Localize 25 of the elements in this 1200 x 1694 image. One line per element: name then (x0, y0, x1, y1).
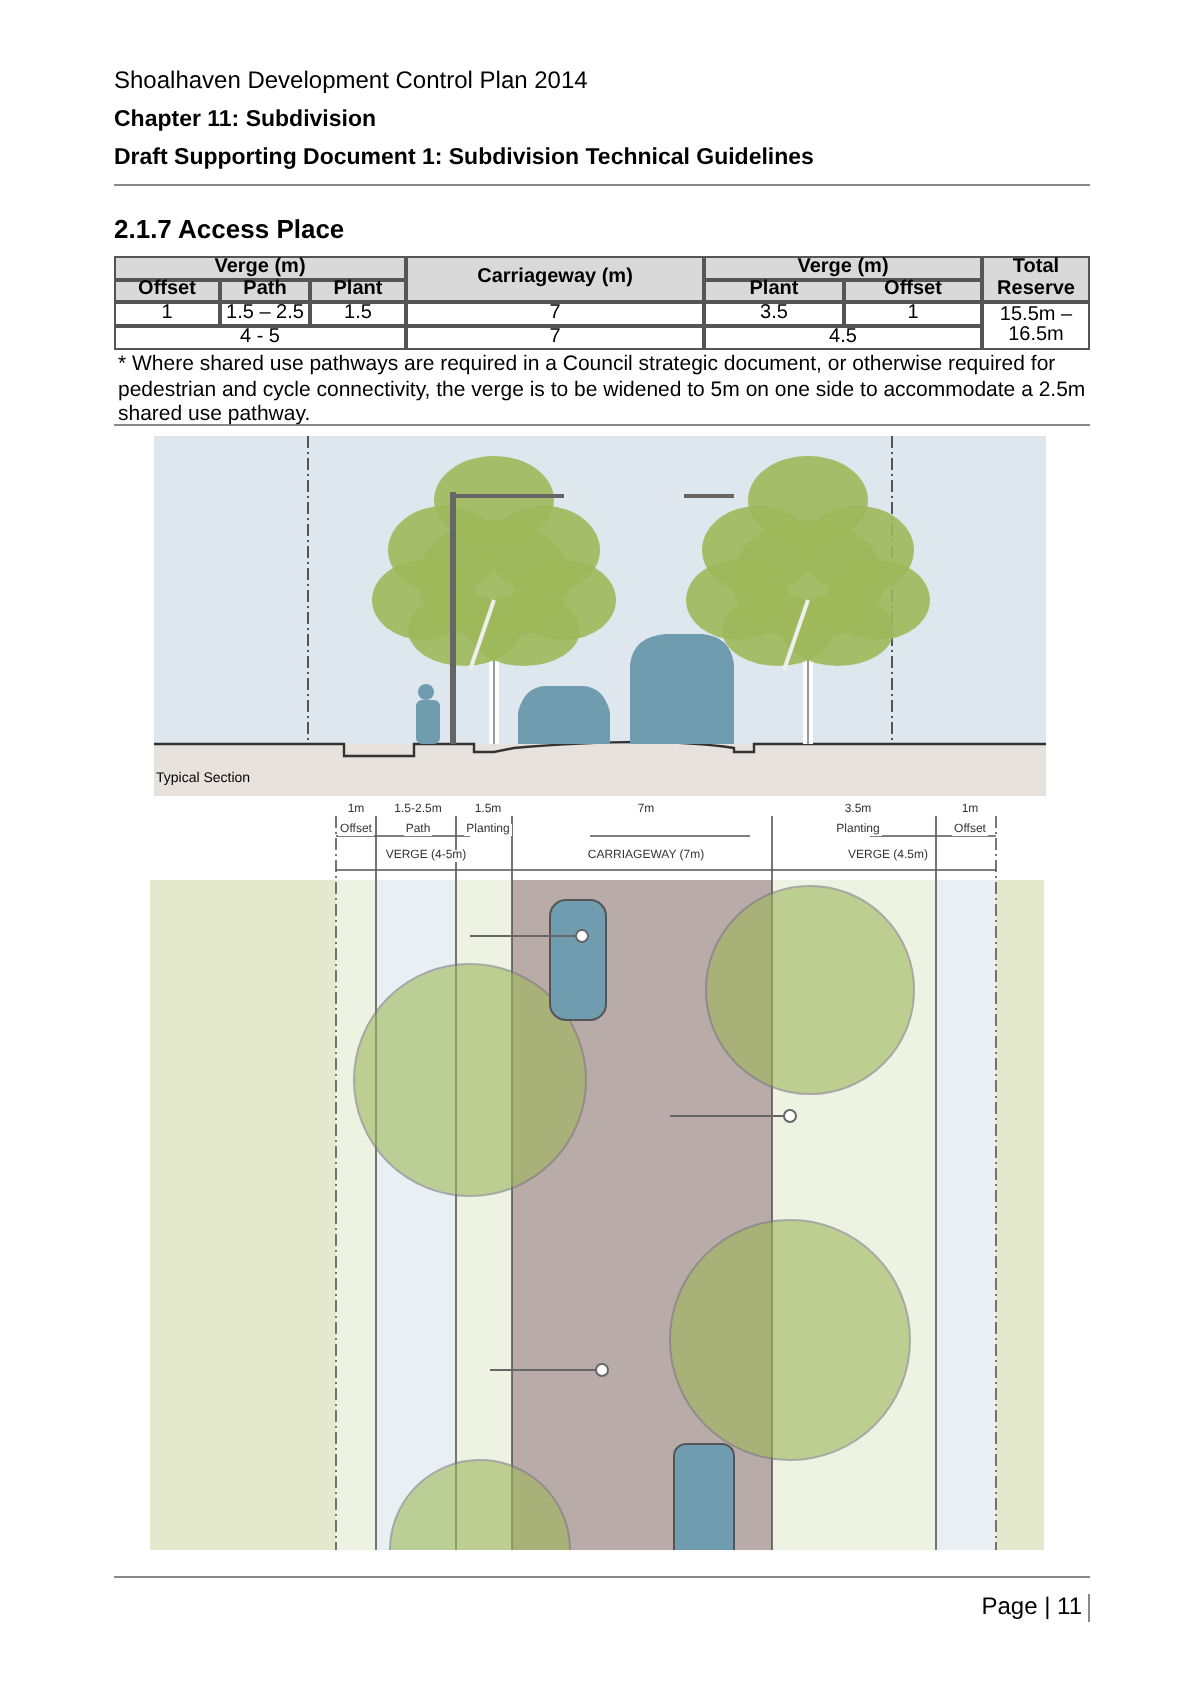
table-header: Path (220, 280, 310, 302)
table-cell: 7 (406, 302, 704, 326)
table-header: Verge (m) (114, 256, 406, 280)
header-text: Shoalhaven Development Control Plan 2014 (114, 68, 590, 96)
table-cell: 4 - 5 (114, 326, 406, 350)
table-header: Offset (114, 280, 220, 302)
footnote-text: * Where shared use pathways are required in a Council strategic document, or otherwise required for pedestrian and cycle connectivity, the verge is to be widened to 5m on one side to accommodate a 2.5m shared use pathway. (116, 352, 1088, 424)
table-cell: 1.5 (310, 302, 406, 326)
table-cell: 1 (114, 302, 220, 326)
section-heading: 2.1.7 Access Place (114, 216, 347, 246)
table-cell: 15.5m – 16.5m (982, 302, 1090, 350)
table-header: Plant (704, 280, 844, 302)
table-cell: 3.5 (704, 302, 844, 326)
table-header: Verge (m) (704, 256, 982, 280)
table-cell: 1.5 – 2.5 (220, 302, 310, 326)
table-cell: 1 (844, 302, 982, 326)
page-number: Page | 11 (890, 1594, 1090, 1622)
document-heading: Draft Supporting Document 1: Subdivision Technical Guidelines (114, 146, 816, 174)
chapter-heading: Chapter 11: Subdivision (114, 108, 378, 136)
table-header: Offset (844, 280, 982, 302)
table-header: Carriageway (m) (406, 256, 704, 302)
table-cell: 4.5 (704, 326, 982, 350)
table-header: Total Reserve (982, 256, 1090, 302)
table-cell: 7 (406, 326, 704, 350)
table-header: Plant (310, 280, 406, 302)
